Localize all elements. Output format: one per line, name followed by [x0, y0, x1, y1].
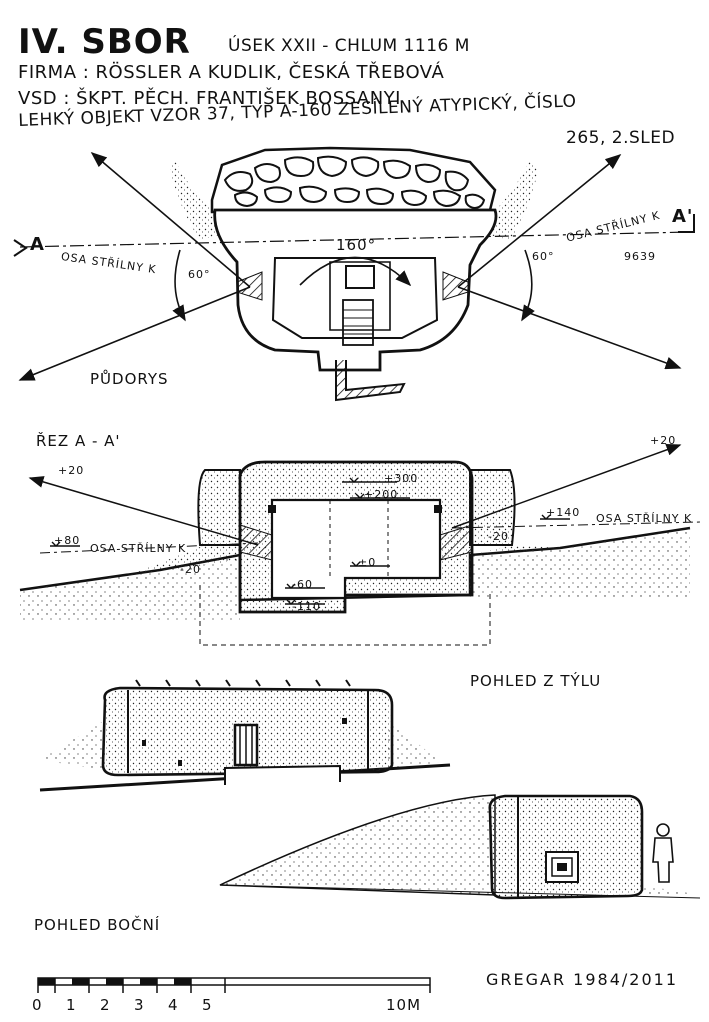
scale-tick-5: 5 — [202, 996, 213, 1014]
section-level-plus20-right: +20 — [650, 434, 677, 447]
section-axis-left: OSA STŘÍLNY K — [90, 542, 187, 555]
sector-subtitle: ÚSEK XXII - CHLUM 1116 M — [228, 36, 470, 56]
section-axis-right: OSA STŘÍLNY K — [596, 512, 693, 525]
plan-body — [213, 208, 498, 372]
vsd-line: VSD : ŠKPT. PĚCH. FRANTIŠEK BOSSANYI — [18, 88, 401, 109]
section-level-minus110: -110 — [292, 600, 321, 613]
section-level-minus60: -60 — [292, 578, 313, 591]
side-view — [219, 794, 701, 900]
plan-inner-walls — [329, 261, 391, 331]
firm-line: FIRMA : RÖSSLER A KUDLIK, ČESKÁ TŘEBOVÁ — [18, 62, 445, 83]
plan-embrasure-right — [442, 271, 469, 301]
section-level-plus20-left: +20 — [58, 464, 85, 477]
author-signature: GREGAR 1984/2011 — [486, 970, 678, 989]
plan-entrance — [335, 360, 406, 402]
rear-view — [39, 679, 451, 792]
section-level-zero: ±0 — [358, 556, 377, 569]
human-figure — [652, 823, 674, 883]
scale-end: 10M — [386, 996, 422, 1014]
plan-title: PŮDORYS — [90, 370, 169, 388]
section-level-plus200: +200 — [364, 488, 399, 501]
scale-bar — [37, 977, 431, 993]
object-number: 265, 2.SLED — [566, 128, 676, 148]
page-title: IV. SBOR — [18, 22, 191, 62]
plan-section-right: A' — [672, 206, 694, 227]
section-interior — [270, 498, 442, 600]
plan-angle-center: 160° — [336, 236, 377, 254]
scale-tick-0: 0 — [32, 996, 43, 1014]
scale-tick-1: 1 — [66, 996, 77, 1014]
section-title: ŘEZ A - A' — [36, 432, 121, 450]
side-view-title: POHLED BOČNÍ — [34, 916, 161, 934]
scale-tick-3: 3 — [134, 996, 145, 1014]
plan-bearing-right: 9639 — [624, 250, 656, 263]
section-level-minus20-right: -20 — [488, 530, 509, 543]
floor-plan — [13, 146, 695, 402]
section-level-plus300: +300 — [384, 472, 419, 485]
plan-room — [271, 257, 439, 339]
side-body — [488, 794, 644, 900]
section-level-minus20-left: -20 — [180, 563, 201, 576]
section-level-plus80: +80 — [54, 534, 81, 547]
plan-angle-left: 60° — [188, 268, 211, 281]
rear-view-title: POHLED Z TÝLU — [470, 672, 602, 690]
section-level-plus140: +140 — [546, 506, 581, 519]
scale-tick-2: 2 — [100, 996, 111, 1014]
cross-section — [19, 443, 701, 646]
plan-stones — [223, 155, 486, 210]
scale-tick-4: 4 — [168, 996, 179, 1014]
plan-section-left: A — [30, 234, 45, 255]
plan-angle-right: 60° — [532, 250, 555, 263]
